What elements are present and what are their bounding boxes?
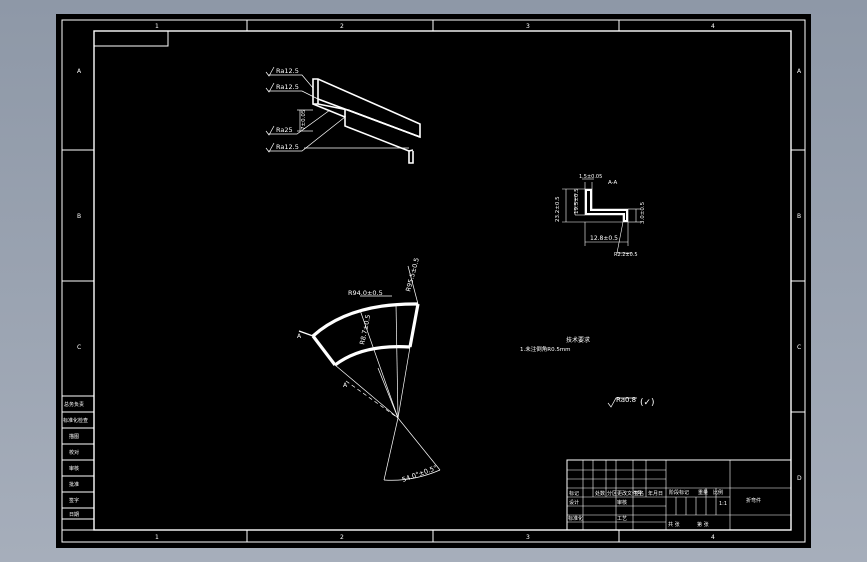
zone-col-top-4: 4 [711, 23, 715, 30]
zone-row-right-a: A [797, 68, 802, 75]
general-roughness-suffix: (✓) [640, 398, 655, 408]
title-header-5: 签名 [634, 490, 644, 497]
zone-col-top-3: 3 [526, 23, 530, 30]
title-block: 标记 处数 分区 更改文件号 签名 年月日 设计 审核 工艺 标准化 阶段标记 … [566, 459, 792, 531]
zone-ticks [62, 20, 805, 542]
title-part-name: 折弯件 [746, 497, 761, 504]
iso-roughness-3: Ra25 [276, 126, 293, 134]
zone-row-right-b: B [797, 213, 801, 220]
notes-title: 技术要求 [566, 336, 590, 344]
zone-row-left-c: C [77, 344, 81, 351]
zone-row-left-b: B [77, 213, 81, 220]
title-header-1: 标记 [569, 490, 579, 497]
side-table: 总务负责 标准化检查 描图 校对 审核 批准 签字 日期 [61, 395, 95, 531]
section-dim-radius: R2.2±0.5 [614, 252, 638, 258]
sheet-background [56, 14, 811, 548]
title-header-2: 处数 [595, 490, 605, 497]
side-table-cell-8: 日期 [69, 512, 79, 518]
section-dim-left: 23.2±0.5 [555, 196, 561, 222]
title-sheet-total: 共 张 [668, 521, 680, 528]
zone-labels: 1 2 3 4 1 2 3 4 A B C A B C D [77, 23, 802, 541]
side-table-cell-2: 标准化检查 [63, 417, 88, 424]
title-row-2: 审核 [617, 499, 627, 506]
zone-row-right-d: D [797, 475, 802, 482]
iso-roughness-1: Ra12.5 [276, 67, 299, 75]
arc-dim-outer-radius: R94.0±0.5 [348, 289, 383, 297]
top-left-box [94, 31, 169, 47]
title-header-3: 分区 [607, 490, 617, 497]
zone-col-bottom-4: 4 [711, 534, 715, 541]
notes-line-1: 1.未注倒角R0.5mm [520, 345, 571, 353]
section-label: A-A [608, 180, 618, 186]
section-dim-right: 3.0±0.5 [640, 201, 646, 224]
title-row-4: 标准化 [568, 515, 583, 522]
section-view[interactable]: A-A 1.5±0.05 23.2±0.5 19.5±0.5 3.0±0.5 1… [555, 174, 646, 258]
arc-cut-label-right: A [343, 382, 348, 389]
iso-roughness-2: Ra12.5 [276, 83, 299, 91]
technical-notes: 技术要求 1.未注倒角R0.5mm [520, 336, 590, 353]
zone-col-bottom-2: 2 [340, 534, 344, 541]
section-dim-inner: 19.5±0.5 [574, 188, 580, 214]
zone-row-right-c: C [797, 344, 801, 351]
arc-cut-label-left: A [297, 333, 302, 340]
iso-dim: 7±0.05 [301, 109, 307, 130]
zone-col-top-2: 2 [340, 23, 344, 30]
side-table-cell-4: 校对 [69, 449, 79, 456]
title-stage-3: 比例 [713, 489, 723, 496]
title-header-4: 更改文件号 [617, 490, 642, 497]
side-table-cell-1: 总务负责 [64, 401, 84, 408]
title-row-1: 设计 [569, 499, 579, 506]
side-table-cell-5: 审核 [69, 465, 79, 472]
isometric-view[interactable]: Ra12.5 Ra12.5 Ra25 Ra12.5 7±0.05 [265, 66, 421, 164]
side-table-cell-7: 签字 [69, 497, 79, 504]
iso-roughness-4: Ra12.5 [276, 143, 299, 151]
section-dim-bottom: 12.8±0.5 [590, 235, 618, 242]
title-header-6: 年月日 [648, 490, 663, 497]
side-table-cell-3: 描图 [69, 433, 79, 440]
title-sheet-number: 第 张 [697, 521, 709, 528]
general-roughness: Ra0.8 (✓) [607, 396, 655, 408]
zone-row-left-a: A [77, 68, 82, 75]
title-scale: 1:1 [719, 501, 727, 507]
general-roughness-value: Ra0.8 [616, 396, 636, 404]
zone-col-bottom-1: 1 [155, 534, 159, 541]
title-stage-1: 阶段标记 [669, 489, 689, 496]
title-stage-2: 重量 [698, 489, 708, 496]
zone-col-top-1: 1 [155, 23, 159, 30]
section-dim-top: 1.5±0.05 [579, 174, 602, 180]
side-table-cell-6: 批准 [69, 481, 79, 488]
title-row-3: 工艺 [617, 516, 627, 522]
zone-col-bottom-3: 3 [526, 534, 530, 541]
